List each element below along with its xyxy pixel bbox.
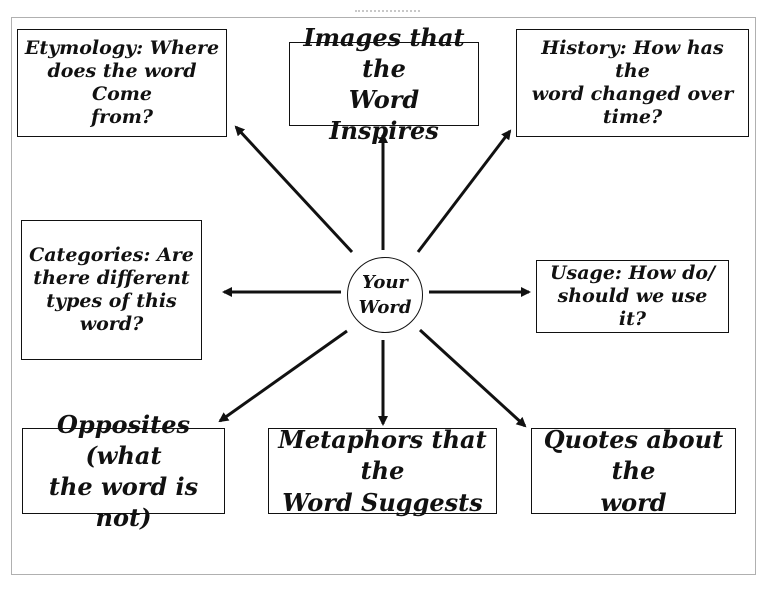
categories-text: Categories: Are there different types of… <box>29 243 194 336</box>
images-box: Images that the Word Inspires <box>289 23 479 145</box>
metaphors-box: Metaphors that the Word Suggests <box>268 425 497 517</box>
usage-box: Usage: How do/ should we use it? <box>536 260 729 333</box>
metaphors-text: Metaphors that the Word Suggests <box>278 425 487 517</box>
opposites-box: Opposites (what the word is not) <box>22 410 225 532</box>
quotes-text: Quotes about the word <box>543 425 724 517</box>
history-box: History: How has the word changed over t… <box>516 29 749 137</box>
usage-text: Usage: How do/ should we use it? <box>549 261 716 331</box>
center-label: Your Word <box>358 271 412 318</box>
decorative-marks <box>355 10 420 20</box>
center-node: Your Word <box>347 257 423 333</box>
images-text: Images that the Word Inspires <box>303 22 465 146</box>
arrow-to-opposites <box>218 329 348 423</box>
history-text: History: How has the word changed over t… <box>531 36 734 129</box>
etymology-text: Etymology: Where does the word Come from… <box>24 36 220 129</box>
etymology-box: Etymology: Where does the word Come from… <box>17 29 227 137</box>
categories-box: Categories: Are there different types of… <box>21 220 202 360</box>
arrow-to-etymology <box>234 125 354 254</box>
quotes-box: Quotes about the word <box>531 425 736 517</box>
opposites-text: Opposites (what the word is not) <box>48 409 199 533</box>
page-frame <box>11 17 756 575</box>
arrow-to-history <box>416 129 512 253</box>
arrow-to-quotes <box>418 328 527 428</box>
